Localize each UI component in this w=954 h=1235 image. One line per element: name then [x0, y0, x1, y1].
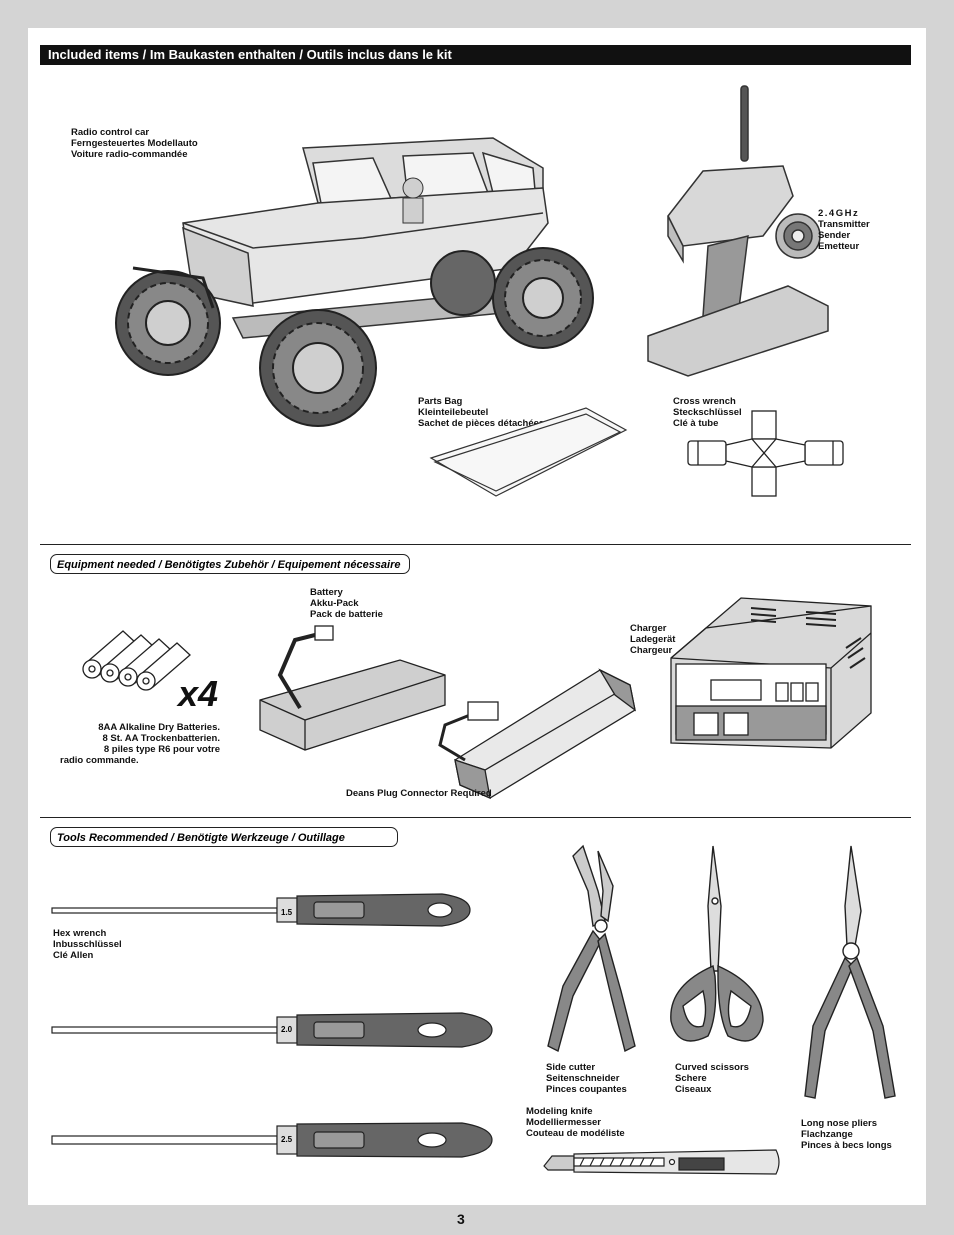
parts-bag-illustration [429, 407, 628, 497]
page-number: 3 [457, 1211, 465, 1227]
transmitter-label: 2.4GHz Transmitter Sender Emetteur [818, 208, 870, 252]
aa-batteries-label-en: 8AA Alkaline Dry Batteries. [98, 722, 220, 733]
cross-wrench-label: Cross wrench Steckschlüssel Clé à tube [673, 396, 742, 429]
hex-wrench-label-en: Hex wrench [53, 928, 107, 939]
hex-size-1: 1.5 [281, 908, 293, 917]
modeling-knife-label-fr: Couteau de modéliste [526, 1128, 625, 1139]
parts-bag-label-en: Parts Bag [418, 396, 463, 407]
side-cutter-label: Side cutter Seitenschneider Pinces coupa… [546, 1062, 627, 1095]
long-nose-pliers-label-de: Flachzange [801, 1129, 853, 1140]
aa-batteries-label-fr2: radio commande. [60, 755, 139, 766]
transmitter-band: 2.4GHz [818, 208, 860, 219]
charger-label-de: Ladegerät [630, 634, 676, 645]
manual-page: Included items / Im Baukasten enthalten … [28, 28, 926, 1205]
curved-scissors-label-de: Schere [675, 1073, 707, 1084]
charger-label: Charger Ladegerät Chargeur [630, 623, 675, 656]
hex-size-3: 2.5 [281, 1135, 293, 1144]
aa-batteries-label-de: 8 St. AA Trockenbatterien. [102, 733, 220, 744]
included-items-banner: Included items / Im Baukasten enthalten … [40, 45, 911, 65]
battery-pack-label: Battery Akku-Pack Pack de batterie [310, 587, 383, 620]
car-label: Radio control car Ferngesteuertes Modell… [71, 127, 198, 160]
battery-pack-label-fr: Pack de batterie [310, 609, 383, 620]
transmitter-illustration [647, 85, 829, 377]
battery-pack-illustration [259, 625, 636, 800]
parts-bag-label-de: Kleinteilebeutel [418, 407, 489, 418]
parts-bag-label: Parts Bag Kleinteilebeutel Sachet de piè… [418, 396, 544, 429]
modeling-knife-label-en: Modeling knife [526, 1106, 593, 1117]
long-nose-pliers-label-fr: Pinces à becs longs [801, 1140, 892, 1151]
long-nose-pliers-illustration [804, 845, 896, 1099]
parts-bag-label-fr: Sachet de pièces détachées [418, 418, 545, 429]
hex-wrench-label-de: Inbusschlüssel [53, 939, 122, 950]
side-cutter-label-en: Side cutter [546, 1062, 596, 1073]
hex-size-2: 2.0 [281, 1025, 293, 1034]
side-cutter-illustration [547, 844, 636, 1053]
car-label-en: Radio control car [71, 127, 150, 138]
car-label-de: Ferngesteuertes Modellauto [71, 138, 198, 149]
battery-multiplier: x4 [178, 673, 219, 714]
long-nose-pliers-label-en: Long nose pliers [801, 1118, 878, 1129]
side-cutter-label-fr: Pinces coupantes [546, 1084, 627, 1095]
battery-pack-label-de: Akku-Pack [310, 598, 359, 609]
charger-label-en: Charger [630, 623, 667, 634]
hex-driver-2-5 [51, 1122, 493, 1158]
modeling-knife-label-de: Modelliermesser [526, 1117, 601, 1128]
cross-wrench-label-de: Steckschlüssel [673, 407, 742, 418]
side-cutter-label-de: Seitenschneider [546, 1073, 620, 1084]
aa-batteries-label: 8AA Alkaline Dry Batteries. 8 St. AA Tro… [50, 722, 220, 766]
curved-scissors-label-fr: Ciseaux [675, 1084, 712, 1095]
equipment-heading: Equipment needed / Benötigtes Zubehör / … [50, 554, 410, 574]
transmitter-label-de: Sender [818, 230, 851, 241]
transmitter-label-en: Transmitter [818, 219, 870, 230]
charger-illustration [670, 597, 872, 749]
aa-batteries-illustration [82, 630, 191, 691]
modeling-knife-illustration [543, 1149, 780, 1175]
long-nose-pliers-label: Long nose pliers Flachzange Pinces à bec… [801, 1118, 892, 1151]
battery-pack-label-en: Battery [310, 587, 343, 598]
hex-driver-2-0 [51, 1012, 493, 1048]
charger-label-fr: Chargeur [630, 645, 673, 656]
connector-note: Deans Plug Connector Required [346, 788, 492, 799]
tools-heading: Tools Recommended / Benötigte Werkzeuge … [50, 827, 398, 847]
modeling-knife-label: Modeling knife Modelliermesser Couteau d… [526, 1106, 625, 1139]
section-divider-2 [40, 817, 911, 818]
curved-scissors-label: Curved scissors Schere Ciseaux [675, 1062, 749, 1095]
rc-car-illustration [115, 137, 594, 427]
curved-scissors-illustration [670, 845, 764, 1042]
cross-wrench-illustration [687, 410, 844, 497]
transmitter-label-fr: Emetteur [818, 241, 860, 252]
curved-scissors-label-en: Curved scissors [675, 1062, 749, 1073]
aa-batteries-label-fr1: 8 piles type R6 pour votre [103, 744, 220, 755]
hex-driver-1-5 [51, 893, 471, 927]
car-label-fr: Voiture radio-commandée [71, 149, 188, 160]
cross-wrench-label-en: Cross wrench [673, 396, 736, 407]
hex-wrench-label-fr: Clé Allen [53, 950, 94, 961]
cross-wrench-label-fr: Clé à tube [673, 418, 719, 429]
section-divider-1 [40, 544, 911, 545]
hex-wrench-label: Hex wrench Inbusschlüssel Clé Allen [53, 928, 122, 961]
